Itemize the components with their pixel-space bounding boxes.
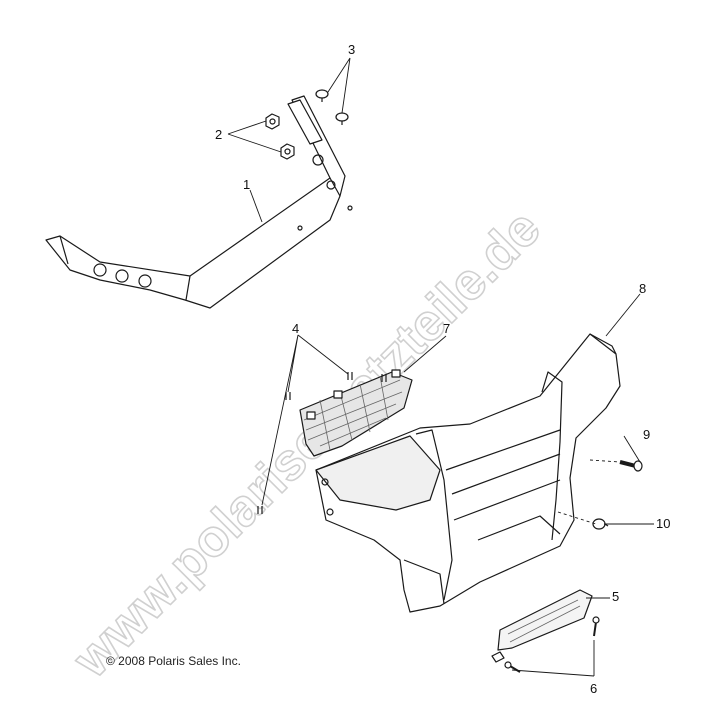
mesh-grille-part (299, 369, 413, 457)
callout-6: 6 (590, 681, 598, 696)
copyright-notice: © 2008 Polaris Sales Inc. (106, 654, 241, 668)
skid-panel-part (491, 589, 593, 663)
callout-10: 10 (656, 516, 671, 531)
front-bumper-part (315, 333, 621, 613)
leader-lines (227, 57, 654, 677)
support-bracket-part (45, 95, 353, 309)
callout-8: 8 (639, 281, 647, 296)
callout-4: 4 (292, 321, 300, 336)
callout-5: 5 (612, 589, 620, 604)
nut-part (265, 113, 295, 160)
callout-7: 7 (443, 321, 451, 336)
callout-2: 2 (215, 127, 223, 142)
screw-part (504, 616, 600, 673)
bumper-bolt-part (619, 460, 643, 472)
callout-3: 3 (348, 42, 356, 57)
callout-1: 1 (243, 177, 251, 192)
callout-9: 9 (643, 427, 651, 442)
